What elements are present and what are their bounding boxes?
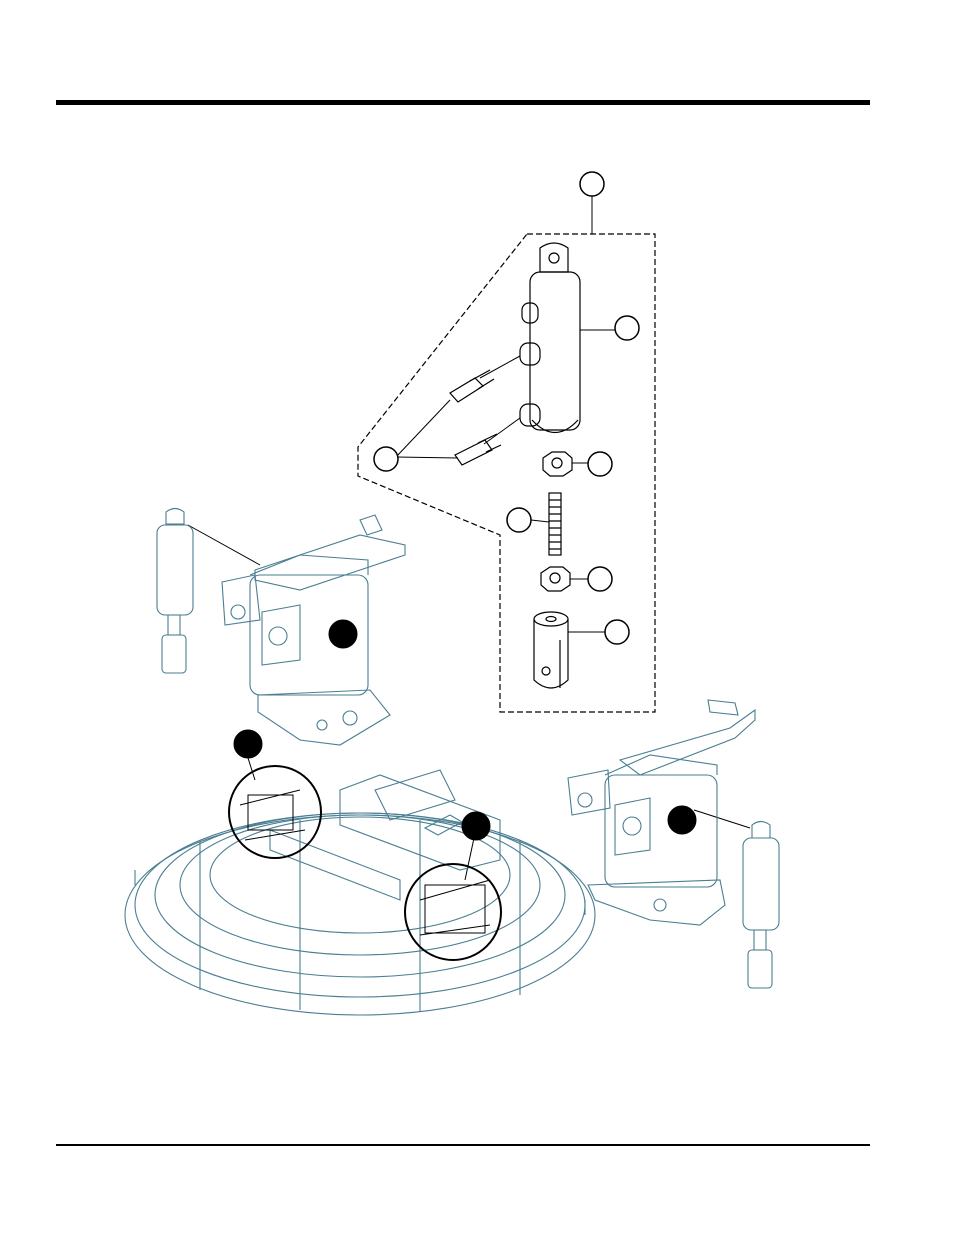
callout-circle-4 <box>588 452 612 476</box>
callout-dot-c <box>462 812 490 840</box>
hex-nut-upper <box>543 452 572 476</box>
callout-circle-1 <box>580 172 604 196</box>
leader-lines <box>188 196 750 880</box>
hydraulic-fitting-upper <box>450 370 494 402</box>
trowel-machine <box>125 770 595 1015</box>
callout-circle-5 <box>507 508 531 532</box>
hydraulic-cylinder <box>520 243 580 433</box>
power-head-right <box>568 700 755 925</box>
callout-dot-b <box>234 730 262 758</box>
power-head-left <box>222 515 405 745</box>
callout-circle-2 <box>615 316 639 340</box>
callout-circle-7 <box>605 620 629 644</box>
threaded-stud <box>549 493 561 555</box>
callout-circle-6 <box>588 567 612 591</box>
clevis <box>534 612 568 688</box>
hex-nut-lower <box>541 567 570 591</box>
callout-circle-3 <box>374 447 398 471</box>
hydraulic-cylinder-right <box>743 822 779 989</box>
hydraulic-fitting-lower <box>455 434 501 465</box>
callout-dot-a <box>329 620 357 648</box>
hydraulic-cylinder-left <box>157 509 193 674</box>
inset-circle-left <box>229 766 321 858</box>
callout-dot-d <box>668 806 696 834</box>
